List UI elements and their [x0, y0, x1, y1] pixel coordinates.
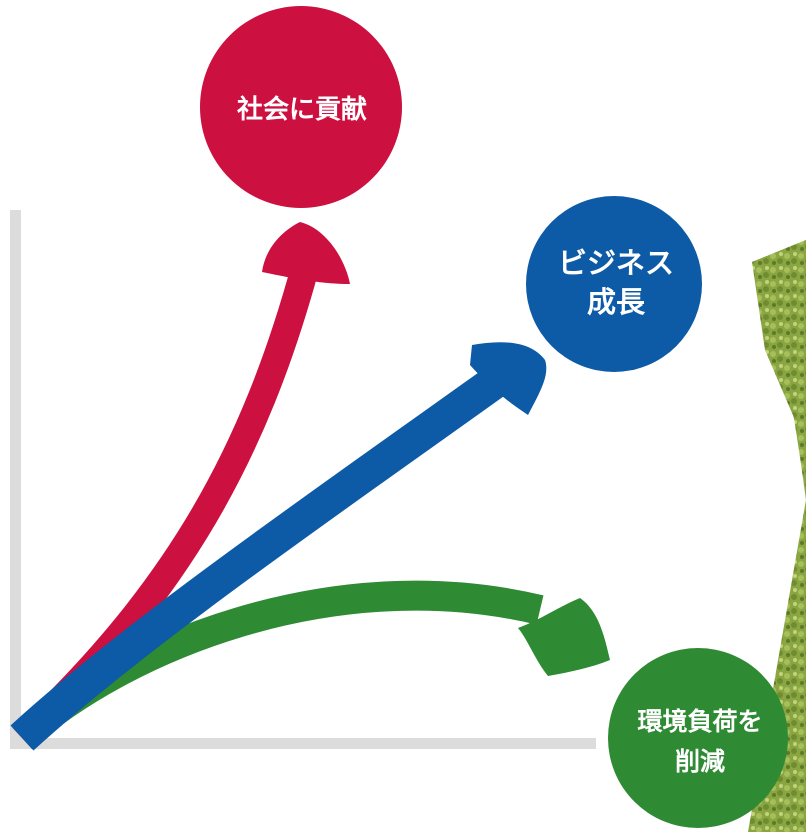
business-arrow-shaft	[10, 364, 510, 751]
business-growth-circle	[526, 196, 702, 372]
environment-label-line-1: 環境負荷を	[637, 707, 762, 736]
tea-field-photo-edge	[752, 240, 806, 500]
y-axis	[10, 210, 21, 748]
social-contribution-circle	[200, 6, 402, 208]
environmental-reduction-circle	[608, 648, 788, 828]
social-arrow-shaft	[12, 264, 319, 749]
social-arrow-head	[262, 222, 350, 284]
x-axis	[10, 738, 596, 749]
environment-label-line-2: 削減	[675, 747, 725, 776]
social-label: 社会に貢献	[237, 94, 367, 125]
environment-arrow-head	[518, 598, 610, 676]
business-label-line-1: ビジネス	[558, 246, 674, 280]
business-label-line-2: 成長	[587, 285, 646, 319]
business-arrow-head	[470, 342, 547, 415]
